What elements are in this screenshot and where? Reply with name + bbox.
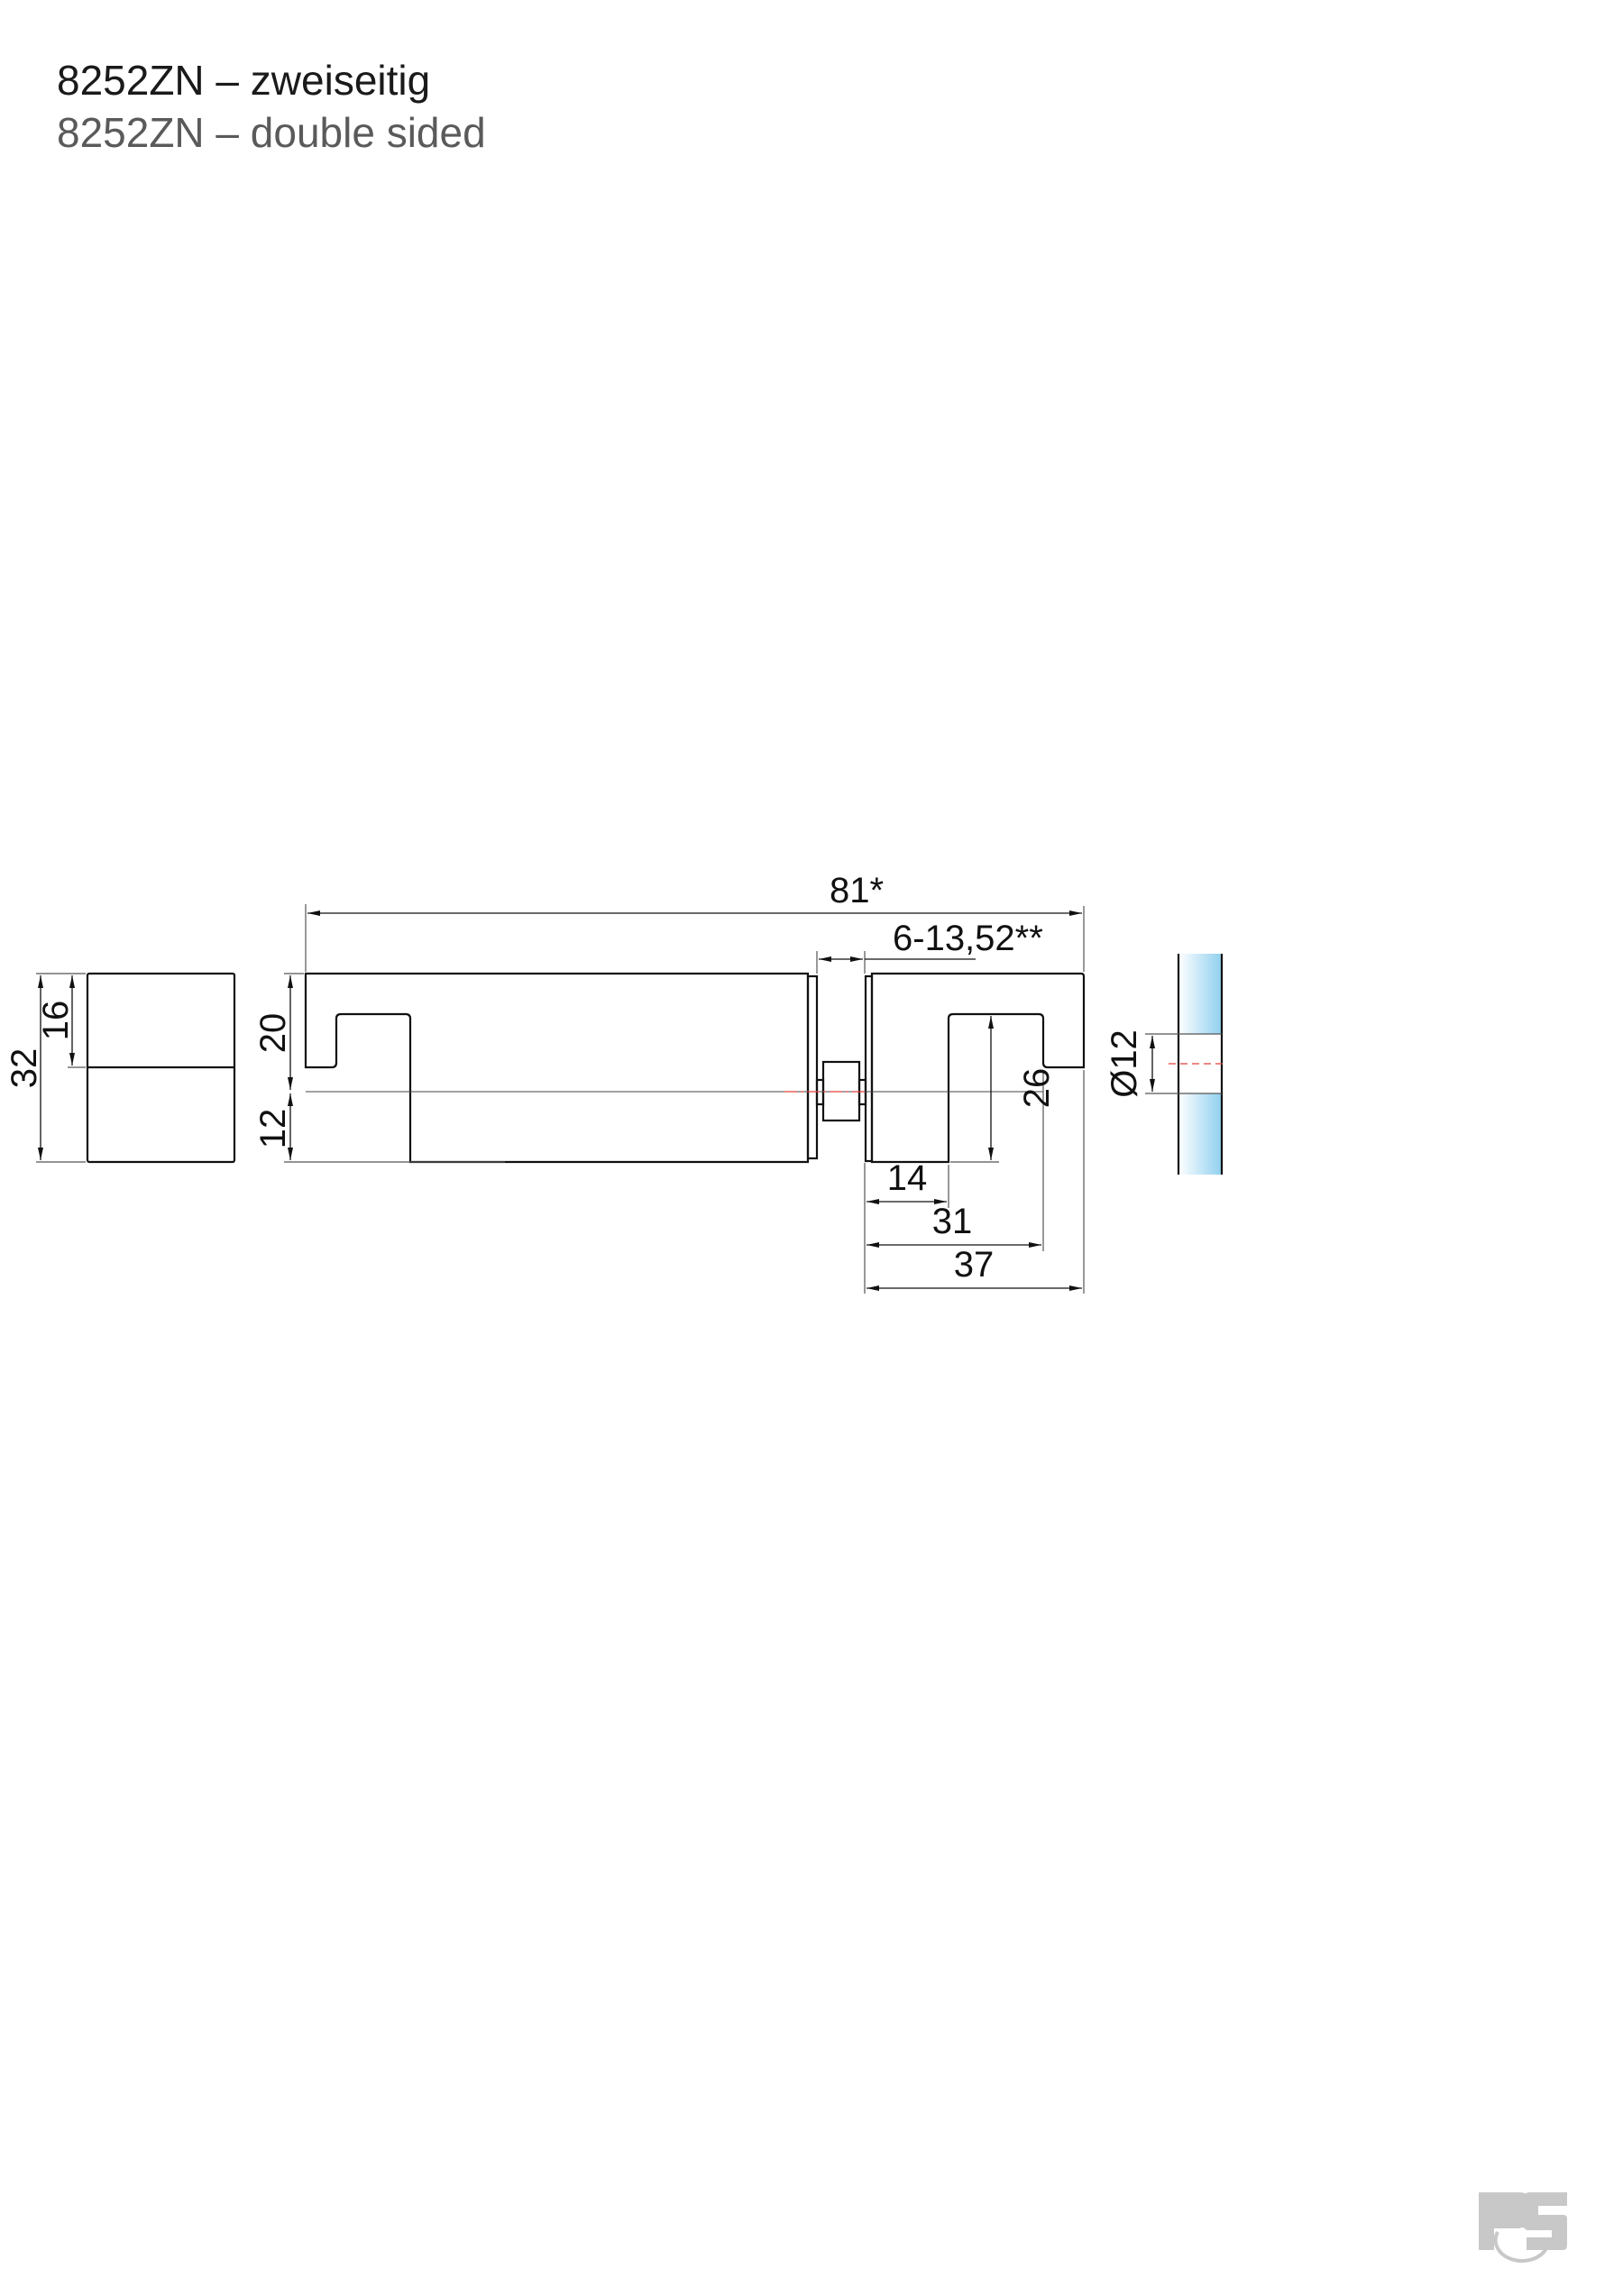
dim-label-glass-thickness: 6-13,52** xyxy=(893,919,1043,958)
dim-label-16: 16 xyxy=(36,1001,76,1041)
dim-label-26: 26 xyxy=(1017,1068,1057,1109)
title-english: 8252ZN – double sided xyxy=(57,109,486,156)
side-view: 81* 6-13,52** 20 20 12 26 14 31 37 xyxy=(253,871,1086,1294)
dim-label-37: 37 xyxy=(954,1245,995,1285)
title-german: 8252ZN – zweiseitig xyxy=(57,57,431,104)
front-view: 32 16 xyxy=(5,972,236,1164)
dim-label-12: 12 xyxy=(253,1109,293,1149)
dim-label-31: 31 xyxy=(932,1202,973,1241)
dim-label-81: 81* xyxy=(830,871,884,910)
rs-logo xyxy=(1479,2192,1567,2264)
dim-label-hole-diameter: Ø12 xyxy=(1105,1029,1144,1098)
glass-section: Ø12 xyxy=(1105,954,1226,1175)
dim-label-20-visible: 20 xyxy=(253,1013,293,1054)
dim-label-14: 14 xyxy=(887,1158,928,1198)
dim-label-32: 32 xyxy=(5,1048,44,1089)
